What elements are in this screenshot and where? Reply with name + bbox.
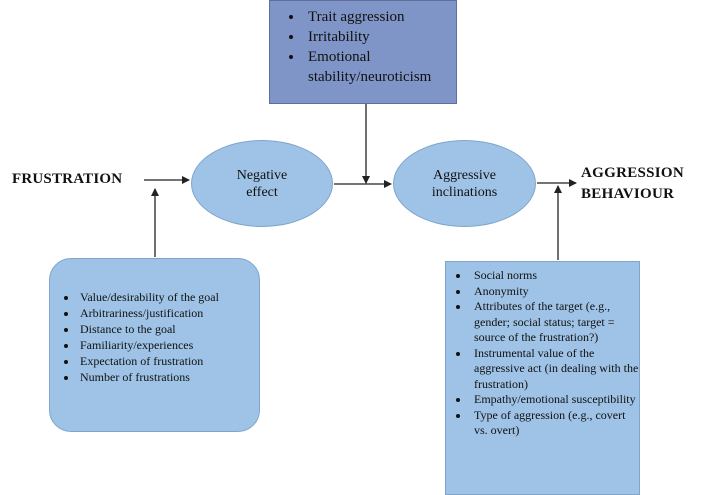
moderators-personality-box: Trait aggression Irritability Emotional … (269, 0, 457, 104)
moderators-personality-list: Trait aggression Irritability Emotional … (270, 7, 456, 87)
node-label-line: Negative (236, 167, 288, 183)
list-item: Type of aggression (e.g., covert vs. ove… (470, 408, 639, 439)
node-label-line: Aggressive (432, 167, 496, 183)
situational-goal-factors-list: Value/desirability of the goal Arbitrari… (50, 289, 259, 385)
node-label-line: effect (246, 184, 278, 200)
list-item: Empathy/emotional susceptibility (470, 392, 639, 408)
label-line: AGGRESSION (581, 165, 685, 181)
list-item: Social norms (470, 268, 639, 284)
label-line: BEHAVIOUR (581, 186, 675, 202)
list-item: Attributes of the target (e.g., gender; … (470, 299, 639, 346)
list-item: Irritability (304, 27, 456, 47)
aggressive-inclinations-node: Aggressive inclinations (393, 140, 536, 227)
list-item: Instrumental value of the aggressive act… (470, 346, 639, 393)
list-item: Familiarity/experiences (78, 337, 259, 353)
list-item: Arbitrariness/justification (78, 305, 259, 321)
situational-moderators-list: Social norms Anonymity Attributes of the… (446, 268, 639, 439)
list-item: Emotional stability/neuroticism (304, 47, 456, 87)
list-item: Anonymity (470, 284, 639, 300)
list-item: Value/desirability of the goal (78, 289, 259, 305)
frustration-label: FRUSTRATION (12, 171, 123, 187)
situational-moderators-box: Social norms Anonymity Attributes of the… (445, 261, 640, 495)
list-item: Distance to the goal (78, 321, 259, 337)
aggression-behaviour-label: AGGRESSION BEHAVIOUR (581, 163, 684, 205)
list-item: Trait aggression (304, 7, 456, 27)
node-label-line: inclinations (431, 184, 498, 200)
situational-goal-factors-box: Value/desirability of the goal Arbitrari… (49, 258, 260, 432)
list-item: Expectation of frustration (78, 353, 259, 369)
list-item: Number of frustrations (78, 369, 259, 385)
negative-effect-node: Negative effect (191, 140, 333, 227)
